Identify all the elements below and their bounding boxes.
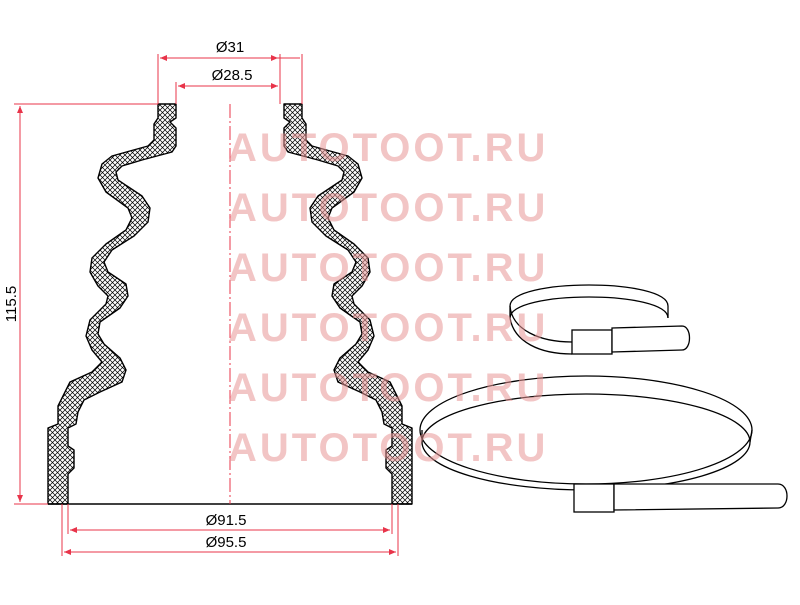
watermark-text: AUTOTOOT.RU: [228, 426, 549, 470]
dim-top-inner-label: Ø28.5: [212, 67, 253, 84]
dim-bottom-outer: [61, 504, 399, 556]
watermark-text: AUTOTOOT.RU: [228, 306, 549, 350]
large-clamp: [419, 375, 788, 513]
watermark-text: AUTOTOOT.RU: [228, 366, 549, 410]
dim-bottom-outer-label: Ø95.5: [206, 534, 247, 551]
dim-bottom-inner-label: Ø91.5: [206, 512, 247, 529]
dim-height-label: 115.5: [3, 286, 20, 322]
dim-top-inner: [175, 54, 281, 104]
small-clamp: [509, 284, 691, 355]
boot-left-wall: [47, 103, 177, 505]
dim-top-outer-label: Ø31: [216, 39, 244, 56]
boot-right-wall: [283, 103, 413, 505]
watermark-text: AUTOTOOT.RU: [228, 126, 549, 170]
watermark-text: AUTOTOOT.RU: [228, 186, 549, 230]
dim-bottom-inner: [67, 504, 393, 534]
dim-top-outer: [157, 54, 303, 104]
watermark-text: AUTOTOOT.RU: [228, 246, 549, 290]
dim-height: [14, 103, 158, 505]
